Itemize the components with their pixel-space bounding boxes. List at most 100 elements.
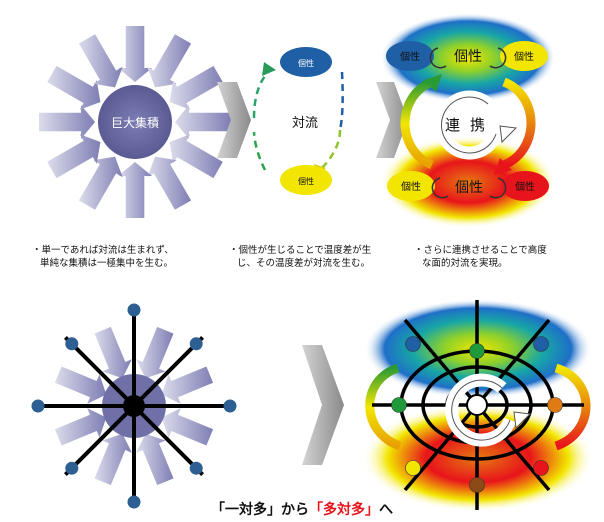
top-swirl-left [429, 47, 447, 69]
top-right-node [500, 41, 548, 71]
footer-part3: へ [379, 502, 393, 518]
rotation-icon-outline [440, 96, 497, 154]
caption-middle-line2: じ、その温度差が対流を生む。 [237, 258, 371, 269]
collaboration-label: 連携 [445, 116, 495, 134]
bottom-right-node-label: 個性 [515, 180, 535, 193]
top-left-node [386, 41, 434, 71]
hub-label: 巨大集積 [111, 115, 159, 130]
spoke-arrow [54, 366, 107, 404]
network-node [533, 336, 549, 352]
inward-arrow [147, 34, 192, 88]
top-right-node-label: 個性 [514, 50, 534, 63]
network-node [405, 460, 421, 476]
network-node [405, 336, 421, 352]
upper-heat-blob [380, 13, 556, 103]
footer-part1: 「一対多」から [211, 502, 309, 518]
chevron-arrow-3 [302, 345, 344, 465]
spoke-end-node [31, 399, 45, 413]
ring-right-arrow [494, 158, 512, 175]
caption-right: ・さらに連携させることで高度 な面的対流を実現。 [414, 244, 547, 270]
top-center-label: 個性 [454, 49, 482, 65]
network-node [547, 397, 563, 413]
panel-convection: 個性 対流 個性 [252, 47, 344, 195]
inward-arrow [118, 26, 152, 82]
bottom-swirl-right [489, 177, 507, 199]
rotation-icon-large-outline [451, 379, 511, 441]
spoke-end-node [223, 399, 237, 413]
ring-left-arrow [424, 74, 442, 92]
ring-left [400, 77, 435, 170]
spoke-end-node [65, 337, 79, 351]
footer-tagline: 「一対多」から「多対多」へ [0, 499, 604, 519]
spoke-arrow [54, 408, 107, 446]
spoke-line [63, 404, 136, 477]
inward-arrow [169, 65, 223, 110]
node-top [280, 47, 332, 77]
side-arc-right [554, 363, 591, 451]
node-bottom-label: 個性 [298, 176, 314, 186]
network-node [469, 343, 485, 359]
bottom-left-node [387, 171, 435, 201]
caption-left-line2: 単純な集積は一極集中を生む。 [40, 258, 174, 269]
central-hub [98, 85, 172, 159]
top-swirl-right [489, 47, 507, 69]
bottom-right-node [501, 171, 549, 201]
cycle-arc-bottom [252, 131, 267, 171]
spoke-end-node [189, 461, 203, 475]
spoke-line [132, 335, 205, 408]
spoke-arrow [136, 326, 174, 379]
panel-collaboration: 個性 個性 個性 個性 個性 個性 連携 [380, 13, 556, 228]
panel-many-to-many [362, 299, 594, 512]
inward-arrows [39, 26, 231, 218]
network-node [533, 460, 549, 476]
spoke-ends [31, 303, 237, 509]
spoke-end-node [127, 303, 141, 317]
caption-left: ・単一であれば対流は生まれず、 単純な集積は一極集中を生む。 [32, 244, 174, 270]
node-bottom [280, 165, 332, 195]
spoke-arrow [94, 326, 132, 379]
bottom-swirl-left [431, 177, 449, 199]
cycle-arc-right [319, 129, 342, 171]
inward-arrow [118, 162, 152, 218]
inward-arrow [175, 105, 231, 139]
cycle-arc-top [338, 71, 344, 131]
spoke-end-node [189, 337, 203, 351]
inward-arrow [47, 134, 101, 179]
inward-arrow [78, 34, 123, 88]
chevron-arrow-1 [217, 82, 251, 158]
spoke-arrows [54, 326, 214, 486]
ring-right [501, 77, 536, 170]
footer-part2: 「多対多」 [309, 502, 379, 518]
network-node [391, 397, 407, 413]
top-left-node-label: 個性 [400, 50, 420, 63]
spoke-line [132, 404, 205, 477]
inward-arrow [78, 156, 123, 210]
side-arc-left [365, 363, 402, 451]
inward-arrow [169, 134, 223, 179]
spoke-arrow [136, 433, 174, 486]
cycle-arc-left [252, 71, 269, 119]
caption-left-line1: ・単一であれば対流は生まれず、 [32, 245, 174, 256]
network-nodes [391, 336, 563, 493]
bottom-center-label: 個性 [455, 180, 483, 196]
arrow-head-top-left [262, 62, 276, 76]
spoke-line [63, 335, 136, 408]
spokes [37, 309, 231, 503]
hub-center [123, 395, 145, 417]
spoke-end-node [65, 461, 79, 475]
network-node [469, 477, 485, 493]
caption-middle: ・個性が生じることで温度差が生 じ、その温度差が対流を生む。 [229, 244, 371, 270]
caption-middle-line1: ・個性が生じることで温度差が生 [229, 245, 372, 256]
center-hub [466, 394, 488, 416]
caption-right-line1: ・さらに連携させることで高度 [414, 245, 547, 256]
bottom-left-node-label: 個性 [401, 180, 421, 193]
rotation-icon-head [499, 125, 518, 144]
panel-one-to-many [31, 303, 237, 509]
rotation-icon-large-head [513, 411, 532, 430]
inward-arrow [147, 156, 192, 210]
caption-right-line2: な面的対流を実現。 [422, 258, 508, 269]
inward-arrow [39, 105, 95, 139]
panel-concentration: 巨大集積 [39, 26, 231, 218]
spoke-arrow [161, 408, 214, 446]
